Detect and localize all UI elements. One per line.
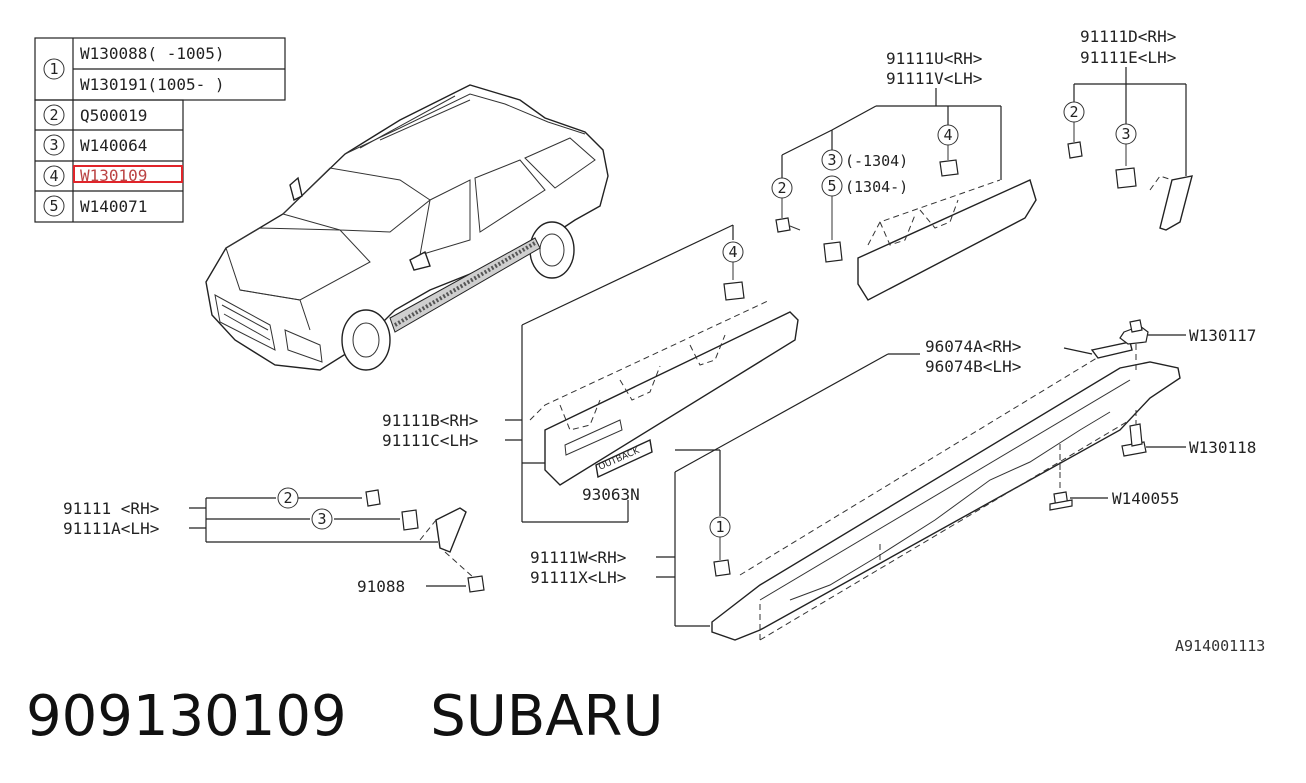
svg-text:2: 2: [49, 106, 58, 124]
top-center-garnish: [857, 179, 1037, 301]
legend-code-3: W140064: [80, 136, 147, 155]
svg-text:91111V<LH>: 91111V<LH>: [886, 69, 982, 88]
marker-3-front: 3: [311, 508, 419, 531]
legend-table: 1 W130088( -1005) W130191(1005- ) 2 Q500…: [34, 37, 286, 223]
svg-text:91111D<RH>: 91111D<RH>: [1080, 27, 1176, 46]
svg-text:2: 2: [1069, 103, 1078, 121]
marker-3-top-right: 3: [1115, 123, 1137, 189]
marker-4-top: 4: [937, 124, 959, 177]
clip-w130117: W130117: [1119, 319, 1256, 372]
legend-marker-4: 4: [43, 165, 65, 187]
marker-5-top: 5 (1304-): [821, 175, 908, 263]
legend-code-2: Q500019: [80, 106, 147, 125]
caption: 909130109 SUBARU: [26, 684, 663, 749]
callout-mudflap: 96074A<RH> 96074B<LH>: [925, 337, 1133, 376]
svg-text:W140055: W140055: [1112, 489, 1179, 508]
svg-text:5: 5: [49, 197, 58, 215]
svg-text:2: 2: [777, 179, 786, 197]
brand-name: SUBARU: [430, 684, 664, 749]
svg-text:91111A<LH>: 91111A<LH>: [63, 519, 159, 538]
clip-w140055: W140055: [1049, 462, 1179, 511]
legend-marker-5: 5: [43, 195, 65, 217]
svg-text:96074A<RH>: 96074A<RH>: [925, 337, 1021, 356]
svg-text:3: 3: [49, 136, 58, 154]
car-illustration: [205, 84, 609, 371]
svg-text:91111 <RH>: 91111 <RH>: [63, 499, 159, 518]
callout-mid-left: 91111B<RH> 91111C<LH>: [382, 224, 734, 523]
legend-marker-3: 3: [43, 134, 65, 156]
svg-text:(1304-): (1304-): [845, 178, 908, 196]
svg-text:1: 1: [715, 518, 724, 536]
svg-text:91111E<LH>: 91111E<LH>: [1080, 48, 1176, 67]
emblem-label: 93063N: [582, 485, 640, 504]
clip-91088: 91088: [357, 551, 485, 596]
legend-code-1b: W130191(1005- ): [80, 75, 225, 94]
marker-2-top: 2: [771, 177, 801, 233]
svg-text:4: 4: [943, 126, 952, 144]
legend-marker-2: 2: [43, 104, 65, 126]
legend-marker-1: 1: [43, 58, 65, 80]
legend-code-5: W140071: [80, 197, 147, 216]
marker-2-top-right: 2: [1063, 101, 1085, 159]
svg-text:96074B<LH>: 96074B<LH>: [925, 357, 1021, 376]
svg-text:4: 4: [49, 167, 58, 185]
marker-3-top: 3 (-1304): [821, 149, 908, 171]
mid-left-garnish: [529, 299, 799, 486]
top-right-garnish: [1149, 175, 1193, 231]
svg-text:2: 2: [283, 489, 292, 507]
marker-2-front: 2: [277, 487, 381, 509]
callout-top-center: 91111U<RH> 91111V<LH>: [781, 49, 1002, 180]
svg-text:W130117: W130117: [1189, 326, 1256, 345]
svg-text:91111C<LH>: 91111C<LH>: [382, 431, 478, 450]
legend-code-4: W130109: [80, 166, 147, 185]
reference-code: A914001113: [1175, 637, 1265, 655]
svg-text:3: 3: [827, 151, 836, 169]
callout-front-left: 91111 <RH> 91111A<LH>: [63, 497, 438, 543]
part-number: 909130109: [26, 684, 347, 749]
svg-text:3: 3: [1121, 125, 1130, 143]
svg-text:91111B<RH>: 91111B<RH>: [382, 411, 478, 430]
svg-text:5: 5: [827, 177, 836, 195]
callout-top-right: 91111D<RH> 91111E<LH>: [1073, 27, 1187, 176]
marker-1-rocker: 1: [709, 516, 731, 577]
front-left-garnish: [419, 507, 467, 553]
callout-rocker: 91111W<RH> 91111X<LH>: [530, 353, 920, 627]
svg-text:91111X<LH>: 91111X<LH>: [530, 568, 626, 587]
svg-text:4: 4: [728, 243, 737, 261]
svg-text:91111W<RH>: 91111W<RH>: [530, 548, 626, 567]
svg-text:W130118: W130118: [1189, 438, 1256, 457]
svg-text:91111U<RH>: 91111U<RH>: [886, 49, 982, 68]
clip-w130118: W130118: [1121, 410, 1256, 457]
svg-text:1: 1: [49, 60, 58, 78]
legend-code-1a: W130088( -1005): [80, 44, 225, 63]
svg-text:3: 3: [317, 510, 326, 528]
legend-highlight-box: [73, 165, 183, 183]
marker-4-mid: 4: [722, 241, 745, 301]
rocker-panel: [711, 349, 1181, 641]
svg-text:(-1304): (-1304): [845, 152, 908, 170]
svg-text:91088: 91088: [357, 577, 405, 596]
